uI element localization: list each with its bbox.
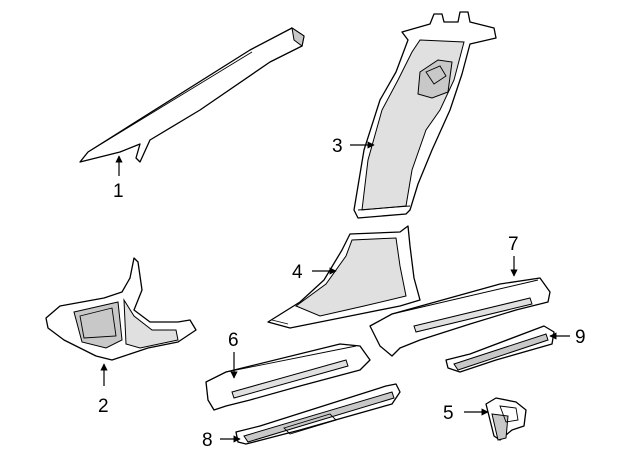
part-5-retainer-clip: [485, 397, 527, 441]
part-3-b-pillar-upper-trim: [353, 11, 497, 219]
callout-3: 3: [332, 136, 343, 157]
callout-1: 1: [113, 181, 124, 202]
callout-8: 8: [202, 430, 213, 451]
callout-5: 5: [443, 403, 454, 424]
part-9-rear-scuff-plate: [445, 325, 555, 373]
part-4-lower-b-pillar-trim: [267, 225, 421, 329]
part-1-a-pillar-trim: [79, 26, 305, 163]
callout-4: 4: [292, 262, 303, 283]
callout-2: 2: [98, 396, 109, 417]
callout-6: 6: [228, 330, 239, 351]
callout-9: 9: [575, 327, 586, 348]
part-2-kick-panel-trim: [45, 257, 197, 361]
callout-labels: 1 2 3 4 5 6 7 8 9: [98, 136, 586, 451]
leader-arrows: [100, 141, 570, 443]
part-6-front-sill-plate: [205, 343, 371, 411]
part-8-front-scuff-plate: [235, 383, 401, 445]
part-7-rear-sill-plate: [369, 277, 551, 357]
callout-7: 7: [508, 234, 519, 255]
